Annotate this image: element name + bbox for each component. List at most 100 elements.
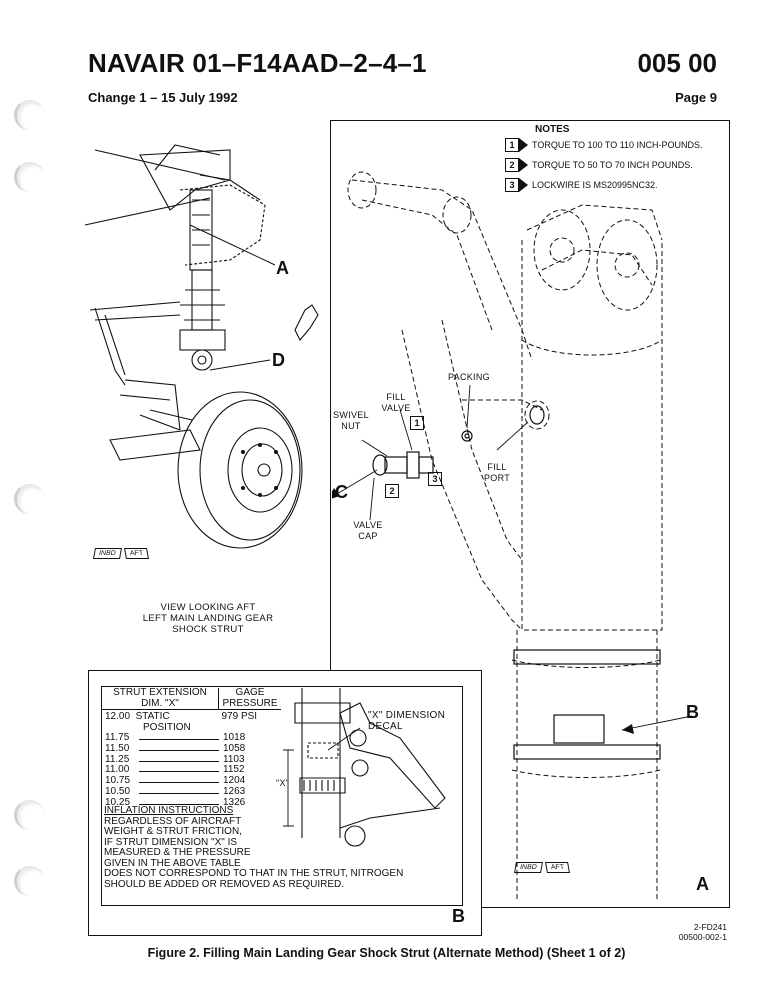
flag-3-icon: 3 [505,178,528,192]
extension-value: 11.25 [105,753,130,765]
instruction-line: SHOULD BE ADDED OR REMOVED AS REQUIRED. [104,878,345,890]
page-number: Page 9 [675,90,717,105]
note-item: 3 LOCKWIRE IS MS20995NC32. [505,178,703,192]
label-line: FILL [386,392,406,402]
label-line: FILL [487,462,507,472]
x-dimension-mark: "X" [276,778,290,788]
leader-line [139,755,219,762]
direction-indicator: INBD AFT [93,548,149,559]
landing-gear-view-drawing [84,144,319,549]
extension-value: 11.00 [105,764,130,776]
note-text: TORQUE TO 100 TO 110 INCH-POUNDS. [532,140,703,150]
instruction-line: REGARDLESS OF AIRCRAFT [104,815,242,827]
extension-value: 11.50 [105,742,130,754]
flag-2-icon: 2 [385,484,399,498]
instruction-line: MEASURED & THE PRESSURE [104,847,251,858]
table-row: 11.25 1103 [102,753,281,766]
label-line: SWIVEL [333,410,369,420]
leader-line [139,776,219,784]
document-id: NAVAIR 01–F14AAD–2–4–1 [88,48,427,78]
table-row: 11.50 1058 [102,742,281,755]
instruction-line: GIVEN IN THE ABOVE TABLE [104,857,241,869]
table-row: 10.75 1204 [102,775,281,787]
binder-hole [14,162,45,192]
leader-line [139,787,219,794]
view-caption-line: VIEW LOOKING AFT [160,602,256,613]
inbd-arrow-icon: INBD [93,548,122,559]
detail-b-frame [88,670,482,936]
detail-a-frame [330,120,730,908]
direction-indicator: INBD AFT [514,862,570,873]
flag-2-icon: 2 [505,158,528,172]
aft-arrow-icon: AFT [544,862,570,873]
pressure-value: 1204 [223,775,246,787]
note-item: 1 TORQUE TO 100 TO 110 INCH-POUNDS. [505,138,703,152]
table-row: 10.50 1263 [102,785,281,798]
label-line: VALVE [353,520,383,530]
instruction-line: DOES NOT CORRESPOND TO THAT IN THE STRUT… [104,868,404,879]
instruction-line: WEIGHT & STRUT FRICTION, [104,826,242,837]
callout-c-label: C [335,482,348,502]
table-row: 12.00 STATIC POSITION [105,711,191,733]
inbd-arrow-icon: INBD [514,862,543,873]
callout-a-label: A [276,258,289,278]
table-cell-psi: 979 PSI [221,711,258,722]
note-text: LOCKWIRE IS MS20995NC32. [532,180,658,190]
instruction-line: IF STRUT DIMENSION "X" IS [104,836,238,848]
view-b-letter: B [452,906,465,926]
binder-hole [14,100,45,130]
strut-decal-drawing [283,688,446,847]
decal-table-box [101,686,463,906]
label-line: NUT [341,421,361,431]
instructions-title: INFLATION INSTRUCTIONS [104,805,234,816]
table-row: 11.00 1152 [102,765,281,776]
extension-value: 10.50 [105,785,131,797]
flag-3-icon: 3 [428,472,442,486]
leader-line [139,798,219,805]
fill-valve-label: FILL VALVE [378,392,414,414]
binder-hole [14,866,45,896]
callout-b-label: B [686,702,699,722]
leader-line [139,765,219,773]
label-line: CAP [358,531,378,541]
view-caption-line: SHOCK STRUT [172,624,244,635]
label-line: PORT [483,473,511,483]
flag-1-icon: 1 [505,138,528,152]
pressure-value: 1058 [223,742,246,754]
extension-value: 10.75 [105,775,131,787]
notes-block: NOTES 1 TORQUE TO 100 TO 110 INCH-POUNDS… [505,124,703,192]
label-line: DECAL [368,721,403,732]
figure-code: 2-FD241 00500-002-1 [679,922,727,942]
leader-line [139,733,219,740]
leader-line [139,744,219,751]
note-item: 2 TORQUE TO 50 TO 70 INCH POUNDS. [505,158,703,172]
table-row: 11.75 1018 [102,732,281,744]
pressure-value: 1103 [223,753,245,765]
aft-arrow-icon: AFT [123,548,149,559]
extension-value: 10.25 [105,796,131,808]
swivel-nut-label: SWIVEL NUT [333,410,369,432]
figure-caption: Figure 2. Filling Main Landing Gear Shoc… [147,946,626,960]
fill-port-label: FILL PORT [480,462,514,484]
inflation-instructions: INFLATION INSTRUCTIONS REGARDLESS OF AIR… [104,805,464,890]
pressure-value: 1152 [223,764,245,776]
code-line: 2-FD241 [693,922,727,932]
callout-d-label: D [272,350,285,370]
label-line: "X" DIMENSION [368,710,446,721]
packing-label: PACKING [448,372,490,382]
notes-title: NOTES [535,124,570,135]
flag-1-icon: 1 [410,416,424,430]
binder-hole [14,800,45,830]
code-line: 00500-002-1 [678,932,727,942]
pressure-value: 1263 [223,785,246,797]
pressure-value: 1326 [223,796,246,808]
binder-hole [14,484,45,514]
extension-value: 11.75 [105,732,130,743]
view-caption-line: LEFT MAIN LANDING GEAR [142,613,274,624]
pressure-value: 1018 [223,732,246,743]
